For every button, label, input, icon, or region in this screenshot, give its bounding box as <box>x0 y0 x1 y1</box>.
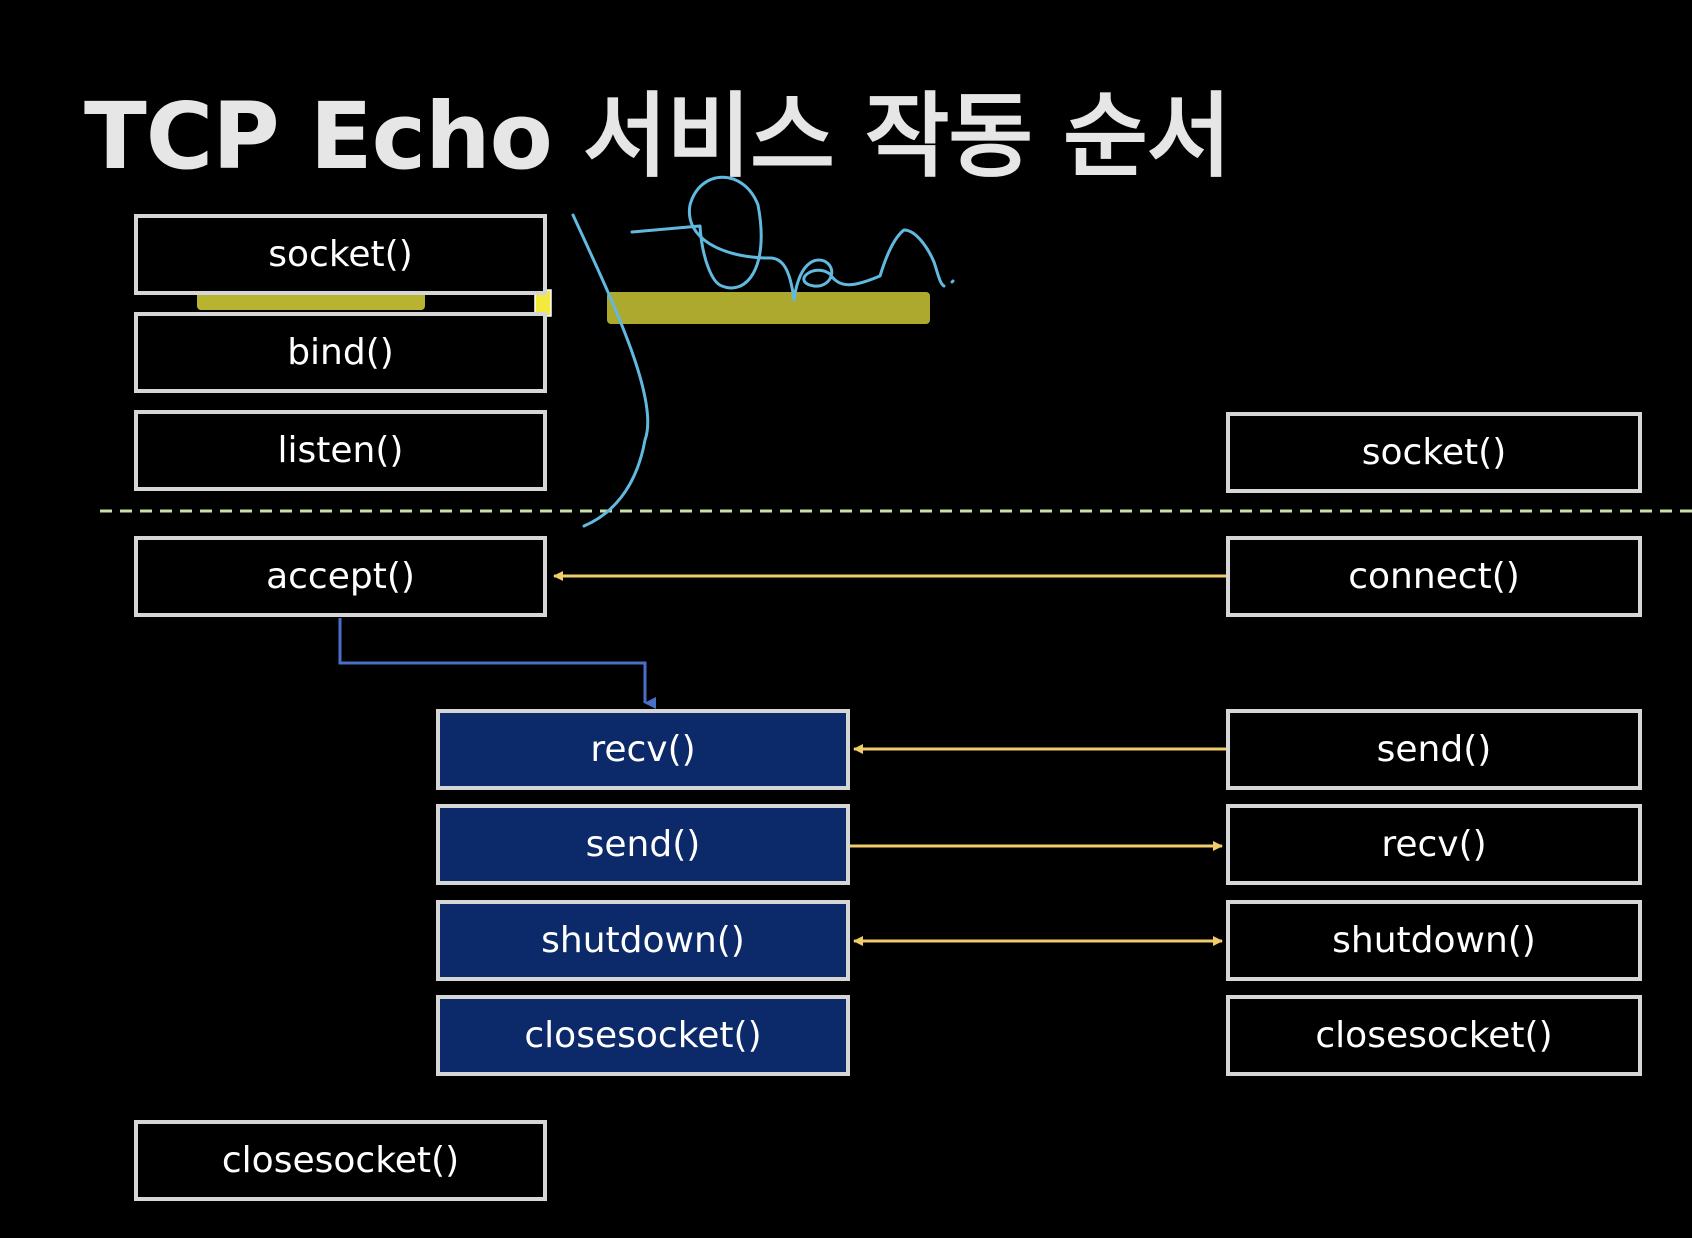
client-send-box: send() <box>1226 709 1642 790</box>
accept-to-recv-arrow <box>338 618 656 709</box>
server-listen-closesocket-box: closesocket() <box>134 1120 547 1201</box>
client-connect-box: connect() <box>1226 536 1642 617</box>
client-closesocket-box: closesocket() <box>1226 995 1642 1076</box>
server-shutdown-box: shutdown() <box>436 900 850 981</box>
server-closesocket-box: closesocket() <box>436 995 850 1076</box>
client-shutdown-box: shutdown() <box>1226 900 1642 981</box>
client-socket-box: socket() <box>1226 412 1642 493</box>
server-send-box: send() <box>436 804 850 885</box>
server-bind-box: bind() <box>134 312 547 393</box>
server-socket-box: socket() <box>134 214 547 295</box>
handwritten-bracket <box>571 213 650 528</box>
handwritten-word <box>630 175 955 302</box>
client-recv-box: recv() <box>1226 804 1642 885</box>
highlight-stroke-right <box>607 292 930 324</box>
server-recv-box: recv() <box>436 709 850 790</box>
server-listen-box: listen() <box>134 410 547 491</box>
server-accept-box: accept() <box>134 536 547 617</box>
slide-title: TCP Echo 서비스 작동 순서 <box>84 83 1231 190</box>
